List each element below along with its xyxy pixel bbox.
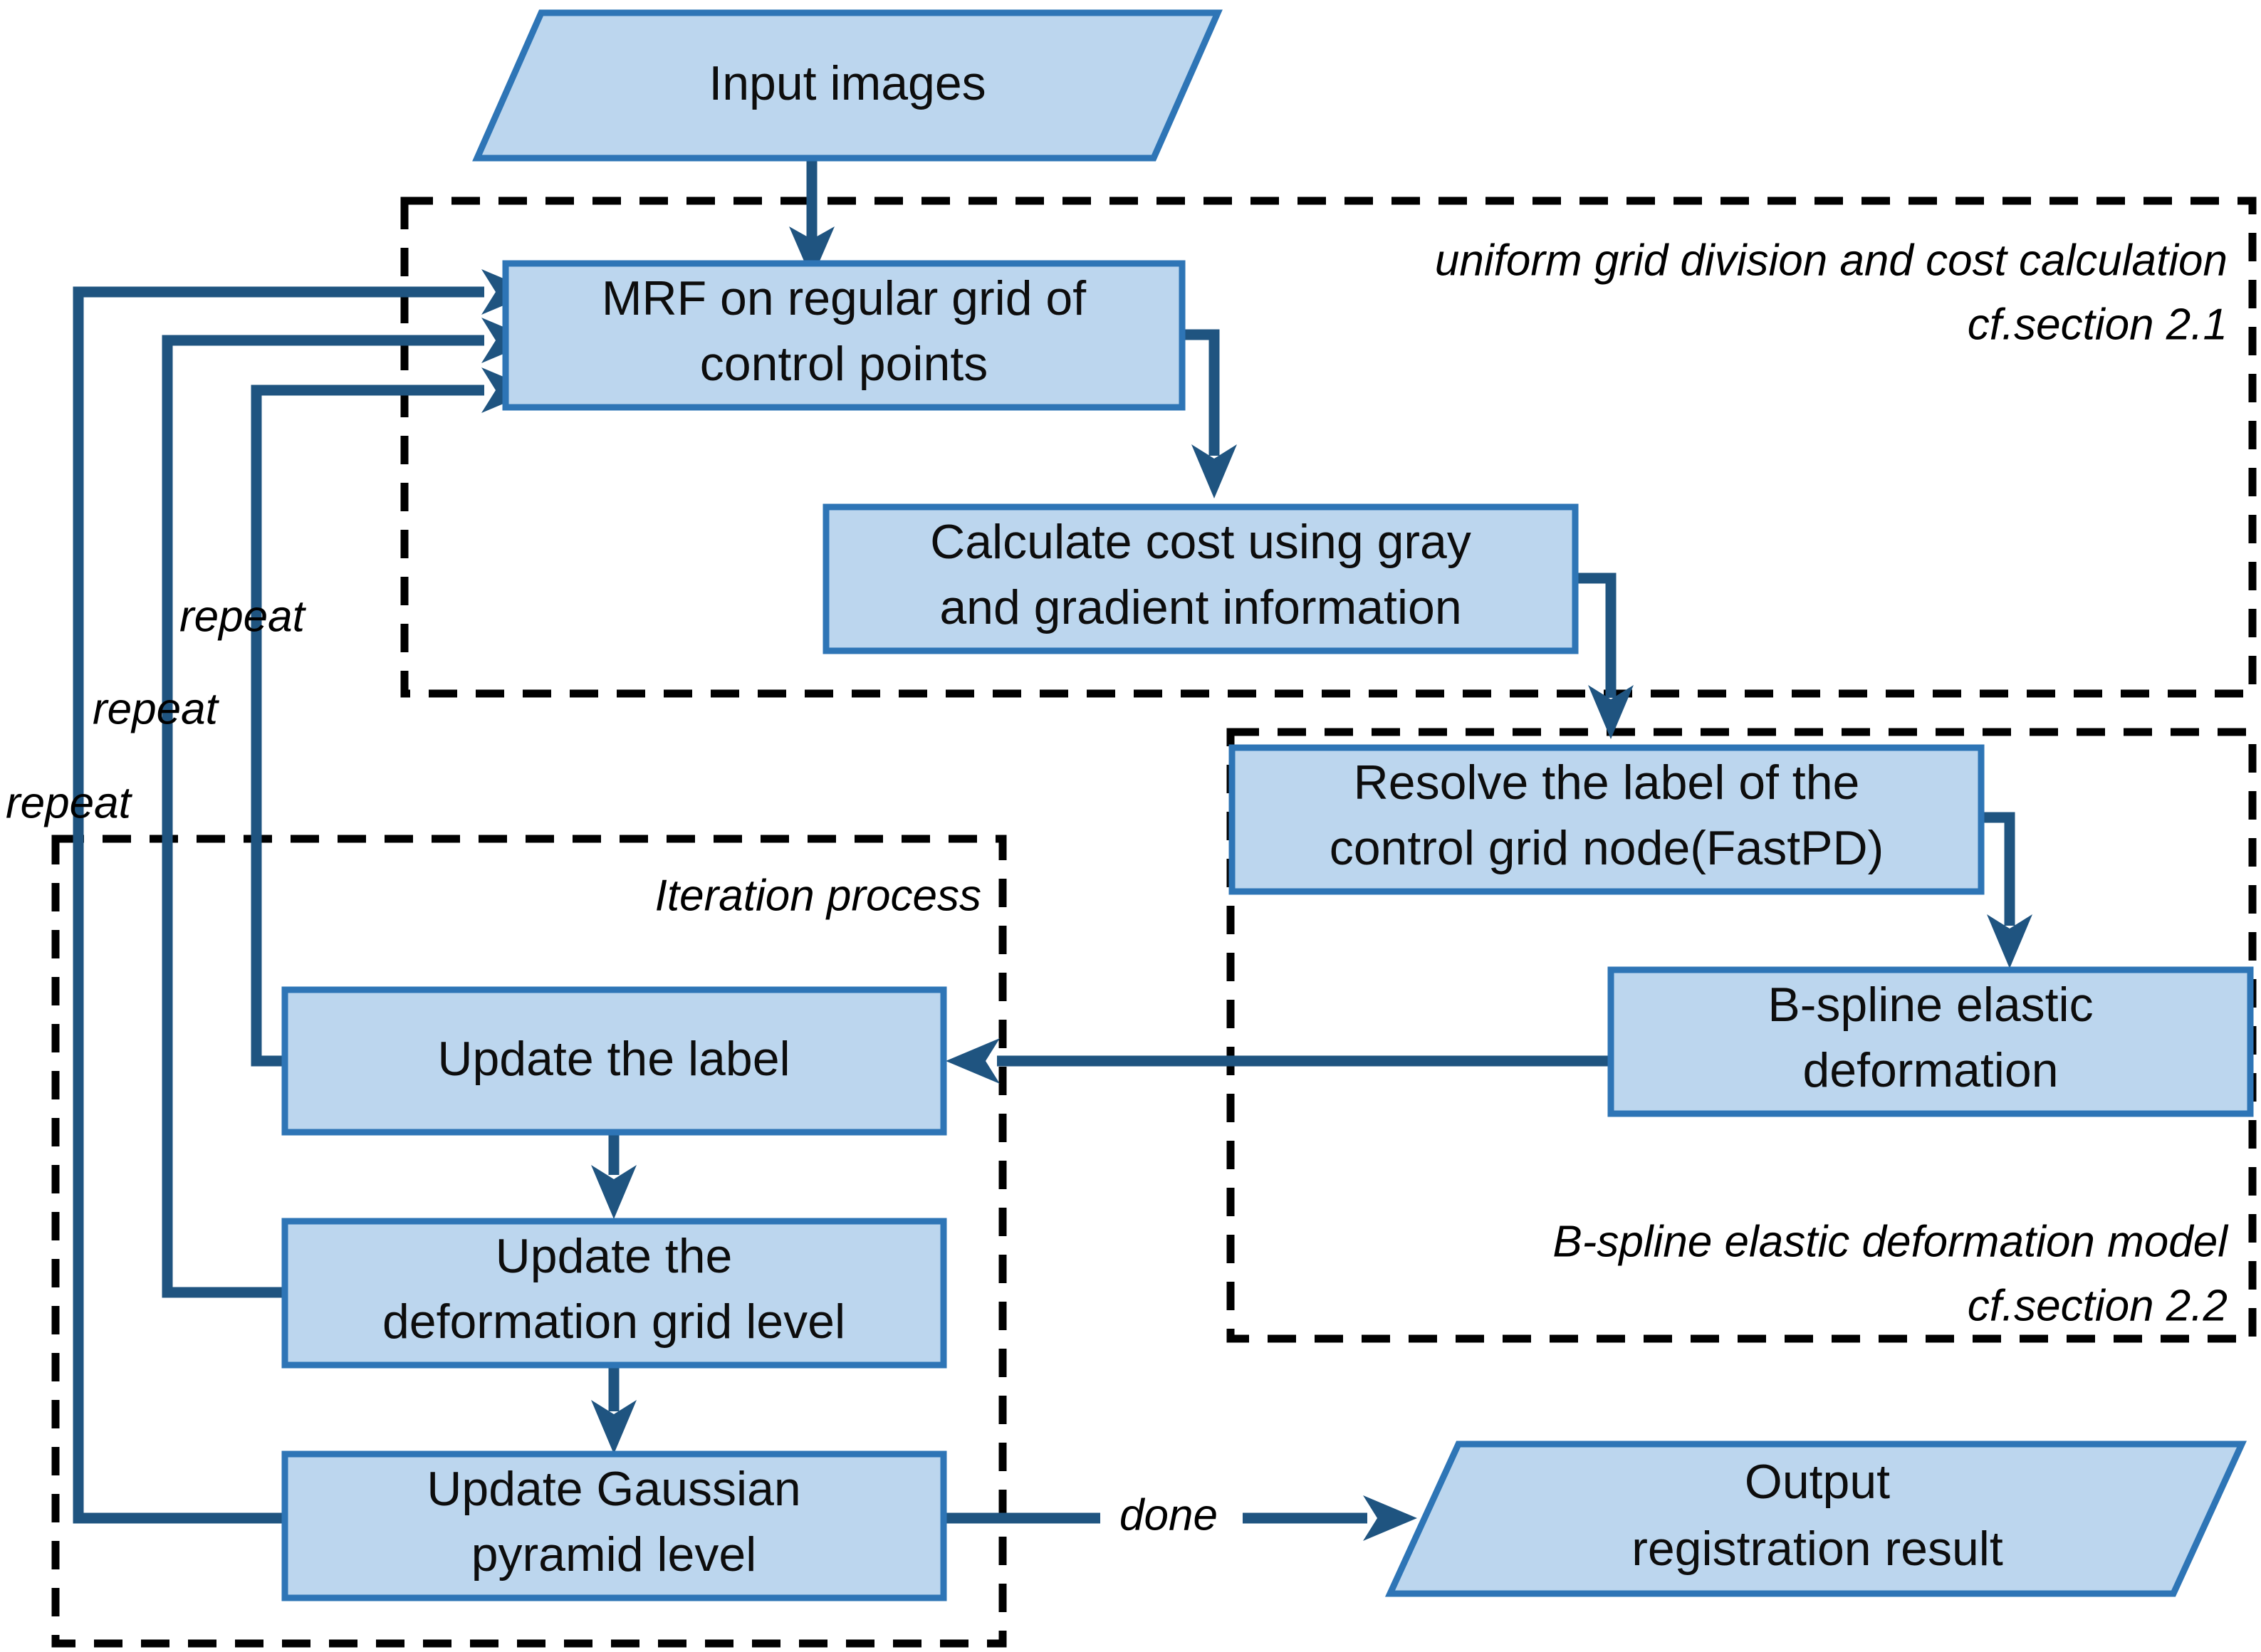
node-update-grid-level[interactable]: Update the deformation grid level [281, 1218, 947, 1369]
node-output-result-label-line2: registration result [1631, 1522, 2003, 1576]
connector-bspline-to-update-label [946, 1038, 1611, 1084]
node-mrf-grid[interactable]: MRF on regular grid of control points [502, 260, 1186, 411]
group-label-iteration: Iteration process [655, 871, 981, 920]
node-bspline-deformation[interactable]: B-spline elastic deformation [1607, 966, 2254, 1117]
connector-repeat-inner [251, 367, 536, 1067]
node-output-result-label-line1: Output [1745, 1455, 1890, 1509]
node-update-grid-level-label-line2: deformation grid level [382, 1295, 845, 1349]
node-bspline-deformation-label-line1: B-spline elastic [1767, 978, 2093, 1032]
node-input-images-label: Input images [709, 56, 986, 110]
node-output-result[interactable]: Output registration result [1384, 1441, 2247, 1597]
node-input-images[interactable]: Input images [472, 9, 1223, 162]
node-update-pyramid-level-label-line1: Update Gaussian [427, 1462, 800, 1516]
connector-resolve-to-bspline [1981, 812, 2032, 968]
node-calculate-cost-label-line1: Calculate cost using gray [930, 515, 1471, 569]
connector-input-to-mrf [789, 158, 835, 279]
group-label-bspline-model-line2: cf.section 2.2 [1968, 1281, 2228, 1330]
node-resolve-label-line2: control grid node(FastPD) [1330, 821, 1884, 875]
group-box-uniform-grid [400, 197, 2257, 698]
node-update-pyramid-level-label-line2: pyramid level [471, 1527, 757, 1582]
connector-mrf-to-calculate-cost [1182, 329, 1237, 498]
connector-grid-level-to-pyramid-level [591, 1367, 637, 1454]
node-update-label-text: Update the label [437, 1032, 790, 1086]
edge-label-repeat-middle: repeat [93, 684, 220, 733]
node-update-pyramid-level[interactable]: Update Gaussian pyramid level [281, 1450, 947, 1601]
node-resolve-label-line1: Resolve the label of the [1354, 756, 1860, 810]
edge-label-repeat-outer: repeat [6, 778, 133, 827]
connector-repeat-middle [162, 318, 536, 1298]
connector-update-label-to-grid-level [591, 1132, 637, 1219]
group-box-iteration [51, 835, 1007, 1648]
node-resolve-label[interactable]: Resolve the label of the control grid no… [1228, 744, 1985, 895]
group-label-bspline-model-line1: B-spline elastic deformation model [1552, 1217, 2229, 1266]
node-calculate-cost[interactable]: Calculate cost using gray and gradient i… [823, 503, 1579, 654]
connector-cost-to-resolve [1575, 573, 1634, 739]
node-mrf-grid-label-line2: control points [700, 337, 988, 391]
edge-label-done: done [1119, 1490, 1218, 1539]
connector-pyramid-to-output [940, 1495, 1417, 1541]
group-label-uniform-grid-line2: cf.section 2.1 [1968, 300, 2228, 349]
node-calculate-cost-label-line2: and gradient information [939, 580, 1461, 634]
node-mrf-grid-label-line1: MRF on regular grid of [602, 271, 1086, 325]
node-bspline-deformation-label-line2: deformation [1802, 1043, 2058, 1097]
node-update-grid-level-label-line1: Update the [496, 1229, 733, 1283]
group-label-uniform-grid-line1: uniform grid division and cost calculati… [1435, 236, 2228, 285]
edge-label-repeat-inner: repeat [179, 592, 307, 641]
node-update-label[interactable]: Update the label [281, 986, 947, 1136]
